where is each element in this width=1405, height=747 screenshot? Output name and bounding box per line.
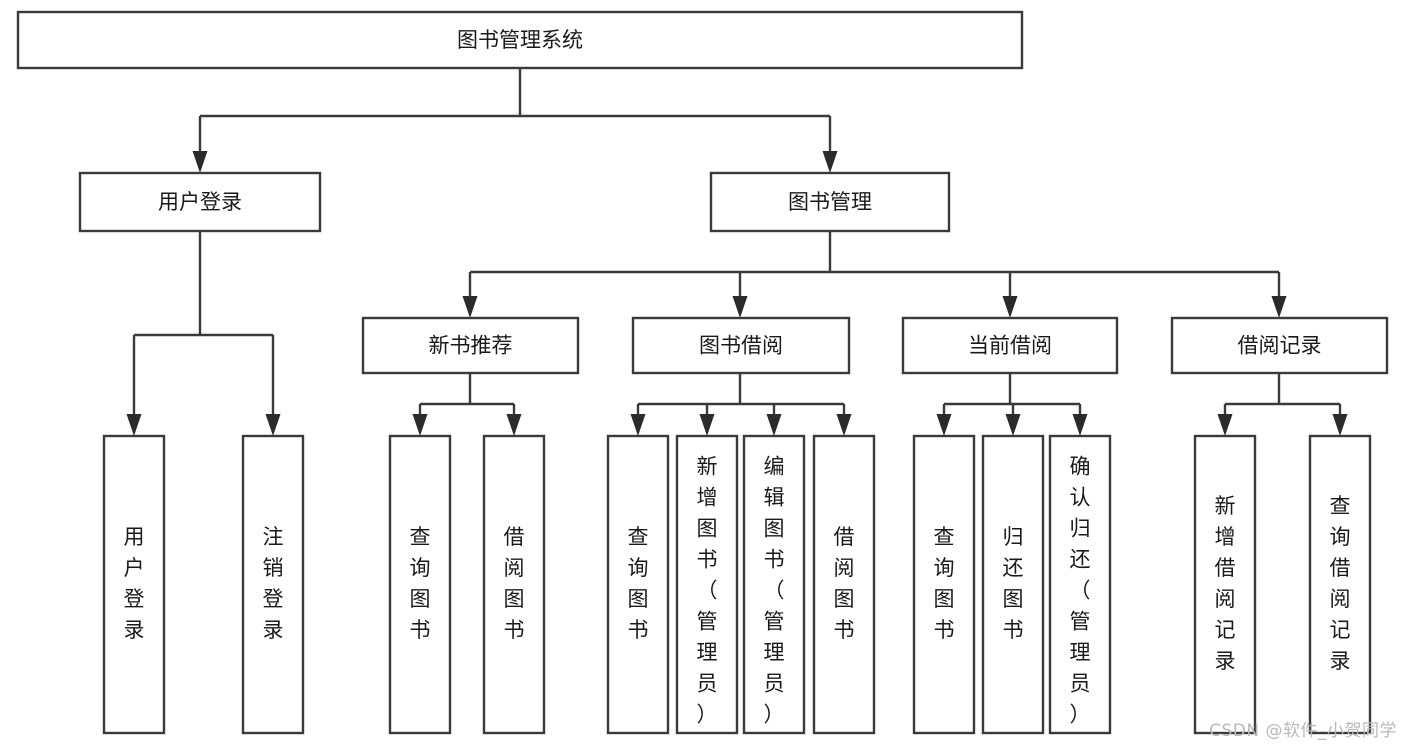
node-box[interactable] [709, 171, 951, 233]
node-label: 图书管理 [788, 190, 872, 214]
node-leaf-return-book[interactable]: 归还图书 [981, 434, 1045, 735]
node-label: 查询借阅记录 [1330, 494, 1351, 673]
node-leaf-query-book-rec[interactable]: 查询图书 [388, 434, 452, 735]
arrow-head-icon [822, 151, 838, 173]
node-leaf-add-book[interactable]: 新增图书（管理员） [675, 434, 739, 735]
node-label: 当前借阅 [968, 334, 1052, 358]
node-label: 查询图书 [628, 525, 649, 642]
arrow-head-icon [1002, 296, 1018, 318]
node-label: 归还图书 [1003, 525, 1024, 642]
node-box[interactable] [482, 434, 546, 735]
node-leaf-query-record[interactable]: 查询借阅记录 [1308, 434, 1372, 735]
arrow-head-icon [630, 414, 646, 436]
node-box[interactable] [361, 316, 580, 375]
node-label: 新书推荐 [429, 334, 513, 358]
connector-root-to-l1 [192, 68, 838, 173]
node-label: 借阅图书 [834, 525, 855, 642]
arrow-head-icon [766, 414, 782, 436]
node-label: 用户登录 [158, 190, 242, 214]
node-leaf-confirm-return[interactable]: 确认归还（管理员） [1048, 434, 1112, 735]
connector-bookmanage-to-l2 [462, 231, 1287, 318]
arrow-head-icon [1271, 296, 1287, 318]
node-box[interactable] [675, 434, 739, 735]
node-box[interactable] [16, 10, 1024, 70]
node-label: 查询图书 [410, 525, 431, 642]
node-label: 借阅图书 [504, 525, 525, 642]
node-label: 编辑图书（管理员） [764, 455, 785, 727]
node-leaf-query-book-borrow[interactable]: 查询图书 [606, 434, 670, 735]
node-leaf-edit-book[interactable]: 编辑图书（管理员） [742, 434, 806, 735]
node-label: 借阅记录 [1238, 334, 1322, 358]
connector-borrow-to-leaves [630, 373, 852, 436]
connector-userlogin-to-leaves [126, 231, 281, 436]
arrow-head-icon [1217, 414, 1233, 436]
arrow-head-icon [192, 151, 208, 173]
connector-current-to-leaves [936, 373, 1088, 436]
arrow-head-icon [462, 296, 478, 318]
csdn-watermark: CSDN @软件_小贺同学 [1209, 721, 1397, 741]
node-leaf-query-book-cur[interactable]: 查询图书 [912, 434, 976, 735]
connector-recommend-to-leaves [412, 373, 522, 436]
arrow-head-icon [1332, 414, 1348, 436]
node-box[interactable] [901, 316, 1119, 375]
arrow-head-icon [836, 414, 852, 436]
node-box[interactable] [812, 434, 876, 735]
node-root[interactable]: 图书管理系统 [16, 10, 1024, 70]
node-box[interactable] [241, 434, 305, 735]
node-box[interactable] [912, 434, 976, 735]
node-box[interactable] [631, 316, 851, 375]
arrow-head-icon [1072, 414, 1088, 436]
arrow-head-icon [265, 414, 281, 436]
arrow-head-icon [699, 414, 715, 436]
node-book-manage[interactable]: 图书管理 [709, 171, 951, 233]
node-box[interactable] [78, 171, 322, 233]
node-box[interactable] [981, 434, 1045, 735]
connector-record-to-leaves [1217, 373, 1348, 436]
node-leaf-borrow-book-rec[interactable]: 借阅图书 [482, 434, 546, 735]
node-box[interactable] [606, 434, 670, 735]
node-leaf-logout[interactable]: 注销登录 [241, 434, 305, 735]
arrow-head-icon [936, 414, 952, 436]
node-box[interactable] [388, 434, 452, 735]
node-label: 用户登录 [124, 525, 145, 642]
node-borrow-record[interactable]: 借阅记录 [1170, 316, 1389, 375]
node-layer: 图书管理系统用户登录图书管理新书推荐图书借阅当前借阅借阅记录用户登录注销登录查询… [16, 10, 1389, 735]
node-label: 新增借阅记录 [1215, 494, 1236, 673]
node-leaf-add-record[interactable]: 新增借阅记录 [1193, 434, 1257, 735]
node-leaf-user-login[interactable]: 用户登录 [102, 434, 166, 735]
node-box[interactable] [102, 434, 166, 735]
node-label: 图书管理系统 [457, 28, 583, 52]
node-leaf-borrow-book[interactable]: 借阅图书 [812, 434, 876, 735]
arrow-head-icon [506, 414, 522, 436]
node-box[interactable] [1048, 434, 1112, 735]
connector-layer [126, 68, 1348, 436]
node-label: 图书借阅 [699, 334, 783, 358]
node-label: 新增图书（管理员） [697, 455, 718, 727]
node-label: 确认归还（管理员） [1070, 455, 1091, 727]
node-label: 查询图书 [934, 525, 955, 642]
node-box[interactable] [1170, 316, 1389, 375]
node-label: 注销登录 [263, 525, 284, 642]
node-new-book-recommend[interactable]: 新书推荐 [361, 316, 580, 375]
node-current-borrow[interactable]: 当前借阅 [901, 316, 1119, 375]
node-book-borrow[interactable]: 图书借阅 [631, 316, 851, 375]
arrow-head-icon [1005, 414, 1021, 436]
arrow-head-icon [412, 414, 428, 436]
node-user-login[interactable]: 用户登录 [78, 171, 322, 233]
arrow-head-icon [126, 414, 142, 436]
node-box[interactable] [1193, 434, 1257, 735]
arrow-head-icon [732, 296, 748, 318]
node-box[interactable] [742, 434, 806, 735]
node-box[interactable] [1308, 434, 1372, 735]
